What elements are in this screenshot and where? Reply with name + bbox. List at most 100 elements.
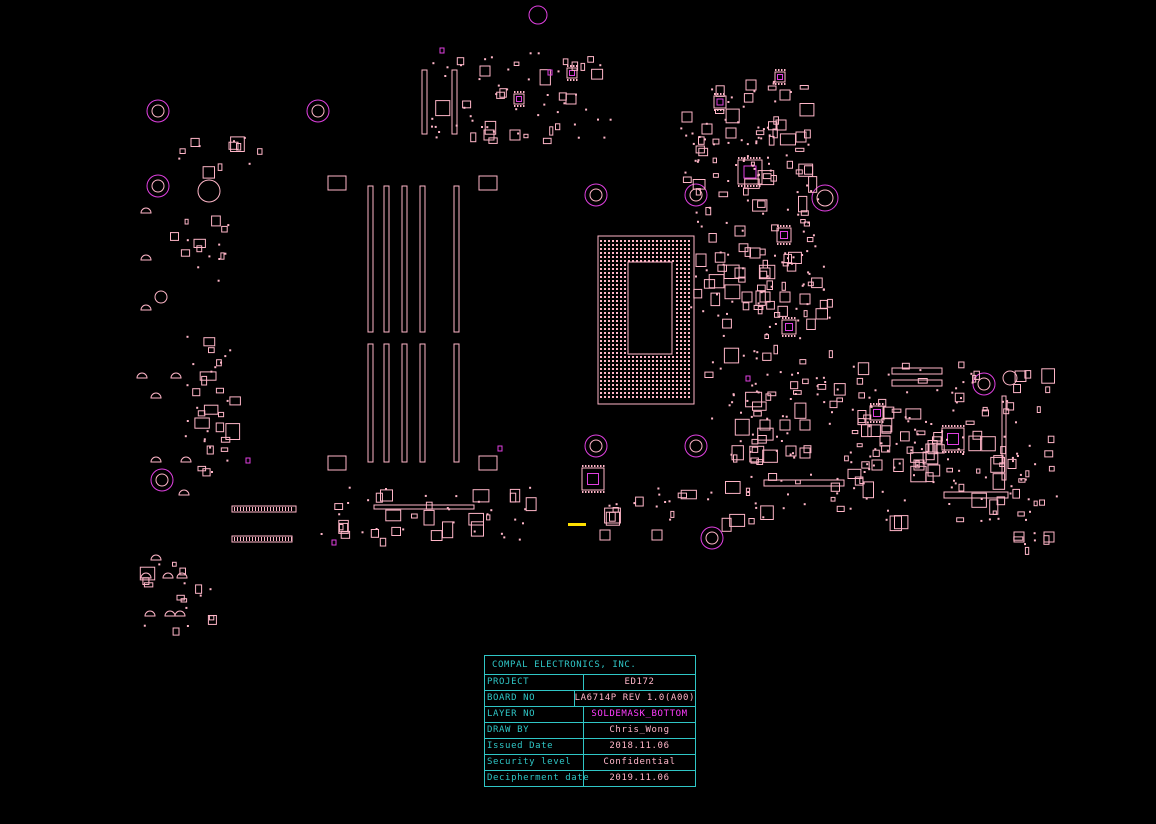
component-pad xyxy=(927,464,941,477)
passive-pad xyxy=(916,464,919,467)
component-pad xyxy=(230,136,245,152)
component-pad xyxy=(208,615,215,621)
passive-pad xyxy=(546,94,549,96)
passive-pad xyxy=(932,481,935,484)
passive-pad xyxy=(776,435,778,438)
power-ic-lead xyxy=(794,335,796,337)
passive-pad xyxy=(866,463,869,466)
cpu-ball xyxy=(632,240,634,242)
passive-pad xyxy=(751,384,754,387)
component-pad xyxy=(571,61,579,71)
component-pad xyxy=(708,274,725,289)
component-pad xyxy=(1033,500,1038,507)
cpu-ball xyxy=(604,304,606,306)
passive-pad xyxy=(732,394,735,397)
cpu-ball xyxy=(612,324,614,326)
component-pad xyxy=(802,378,809,385)
passive-pad xyxy=(906,391,909,394)
cpu-ball xyxy=(604,284,606,286)
large-pad xyxy=(725,127,737,139)
cpu-ball xyxy=(616,248,618,250)
audio-chip-lead xyxy=(954,451,956,453)
ffc-connector xyxy=(373,504,475,510)
passive-pad xyxy=(962,381,965,384)
cpu-ball xyxy=(616,328,618,330)
passive-pad xyxy=(757,136,760,139)
component-pad xyxy=(803,310,808,318)
cpu-ball xyxy=(640,388,642,390)
cpu-ball xyxy=(644,356,646,358)
passive-pad xyxy=(226,399,229,402)
passive-pad xyxy=(785,154,788,157)
component-pad xyxy=(757,284,766,292)
cpu-ball xyxy=(660,252,662,254)
cpu-ball xyxy=(600,336,602,338)
cpu-ball xyxy=(608,308,610,310)
large-pad xyxy=(775,119,787,131)
component-pad xyxy=(176,594,185,601)
passive-pad xyxy=(695,275,697,278)
cpu-ball xyxy=(680,280,682,282)
cpu-ball xyxy=(616,392,618,394)
cpu-ball xyxy=(680,244,682,246)
cpu-ball xyxy=(608,376,610,378)
cpu-ball xyxy=(628,380,630,382)
cpu-ball xyxy=(676,300,678,302)
component-pad xyxy=(1025,470,1030,478)
passive-pad xyxy=(609,118,612,121)
component-pad xyxy=(804,129,811,139)
cpu-ball xyxy=(680,396,682,398)
component-pad xyxy=(800,210,809,216)
component-pad xyxy=(981,409,989,417)
passive-pad xyxy=(806,250,809,253)
passive-pad xyxy=(828,422,831,425)
cpu-ball xyxy=(636,360,638,362)
cpu-ball xyxy=(640,240,642,242)
power-ic-lead xyxy=(789,243,791,245)
passive-pad xyxy=(887,509,889,512)
passive-pad xyxy=(797,372,799,375)
cpu-ball xyxy=(672,364,674,366)
cpu-ball xyxy=(688,360,690,362)
component-pad xyxy=(752,401,767,411)
cpu-ball xyxy=(620,340,622,342)
cpu-ball xyxy=(688,244,690,246)
cpu-ball xyxy=(612,332,614,334)
cpu-ball xyxy=(644,380,646,382)
cpu-ball xyxy=(676,296,678,298)
cpu-ball xyxy=(644,240,646,242)
cpu-ball xyxy=(668,372,670,374)
passive-pad xyxy=(203,440,206,443)
component-pad xyxy=(411,513,418,519)
cpu-ball xyxy=(616,320,618,322)
passive-pad xyxy=(807,221,810,224)
component-pad xyxy=(804,165,814,175)
cpu-ball xyxy=(664,368,666,370)
connector-pin xyxy=(261,507,262,511)
cpu-ball xyxy=(600,328,602,330)
passive-pad xyxy=(435,136,438,139)
board-no-label: BOARD NO xyxy=(485,691,575,706)
passive-pad xyxy=(597,118,599,121)
cpu-ball xyxy=(636,392,638,394)
cpu-ball xyxy=(600,380,602,382)
io-connector xyxy=(891,367,943,375)
cpu-ball xyxy=(672,240,674,242)
cpu-ball xyxy=(620,312,622,314)
passive-pad xyxy=(785,415,788,418)
component-pad xyxy=(206,445,214,455)
component-pad xyxy=(587,56,594,63)
cpu-ball xyxy=(672,360,674,362)
audio-chip-lead xyxy=(957,451,959,453)
component-pad xyxy=(749,445,765,463)
component-pad xyxy=(1017,511,1025,517)
cpu-ball xyxy=(600,264,602,266)
component-pad xyxy=(338,519,349,534)
passive-pad xyxy=(750,475,753,478)
cpu-ball xyxy=(608,284,610,286)
cpu-ball xyxy=(600,364,602,366)
cpu-ball xyxy=(612,312,614,314)
cpu-ball xyxy=(620,304,622,306)
